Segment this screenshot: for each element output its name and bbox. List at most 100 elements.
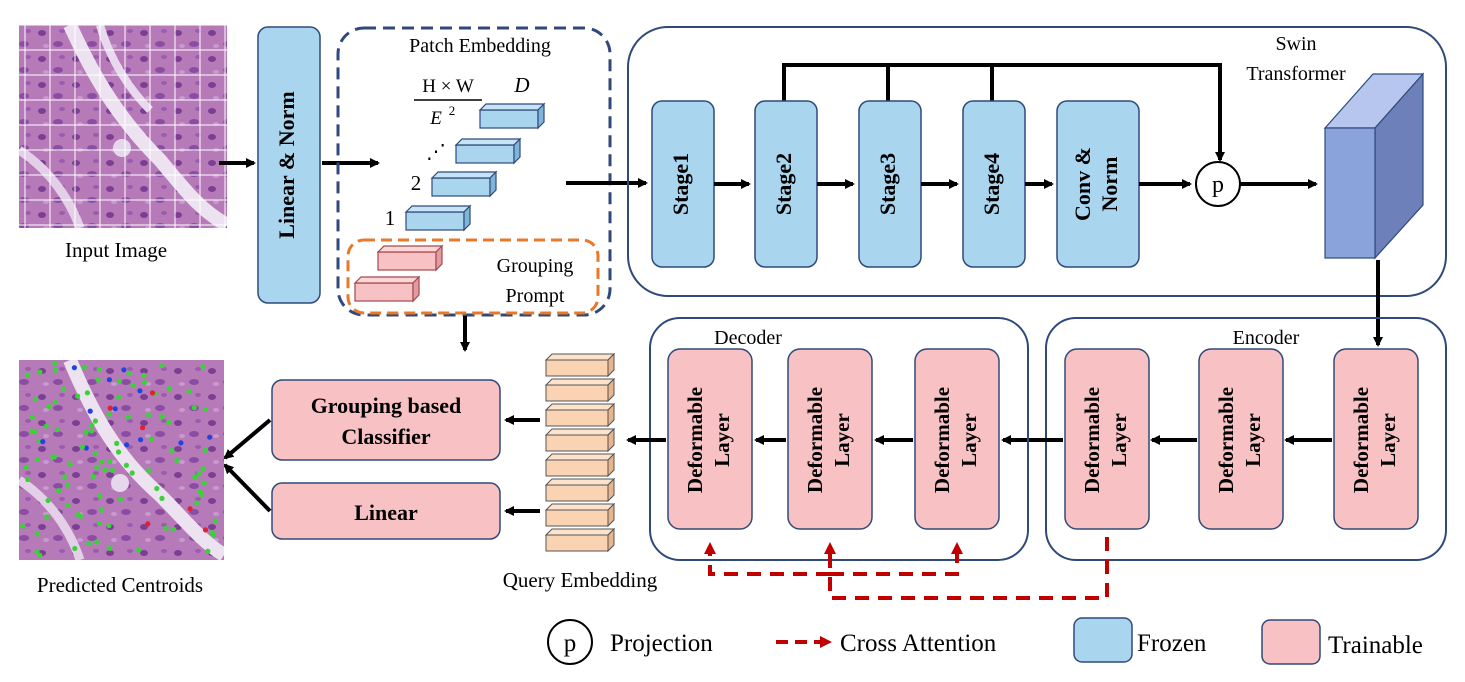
encoder-layer-1-label-2: Layer xyxy=(1376,413,1400,467)
centroid-dot xyxy=(159,495,165,501)
centroid-dot xyxy=(146,468,152,474)
encoder-layer-1-label-1: Deformable xyxy=(1349,387,1373,493)
centroid-dot xyxy=(46,403,52,409)
centroid-dot xyxy=(142,379,148,385)
decoder-layer-3-label-2: Layer xyxy=(957,413,981,467)
encoder-layer-3 xyxy=(1064,348,1150,530)
legend-trainable-swatch xyxy=(1261,619,1321,665)
decoder-layer-2-label-1: Deformable xyxy=(803,387,827,493)
prompt-token-2 xyxy=(376,244,444,272)
grouping-classifier-block xyxy=(271,379,501,461)
centroid-dot xyxy=(64,482,71,488)
centroid-dot xyxy=(92,418,98,424)
centroid-dot xyxy=(209,530,215,536)
centroid-dot xyxy=(140,425,146,431)
centroid-dot xyxy=(129,470,135,476)
centroid-dot xyxy=(165,419,172,425)
encoder-layer-1 xyxy=(1333,348,1419,530)
dim-d-label: D xyxy=(513,73,529,97)
centroid-dot xyxy=(174,457,180,463)
token-index-1: 1 xyxy=(385,206,396,230)
centroid-dot xyxy=(83,445,89,451)
centroid-dot xyxy=(115,394,122,400)
centroid-dot xyxy=(102,467,108,473)
centroid-dot xyxy=(23,464,29,470)
centroid-dot xyxy=(25,476,31,483)
grouping-classifier-label-1: Grouping based xyxy=(311,393,462,418)
centroid-dot xyxy=(92,451,98,457)
stage1-label: Stage1 xyxy=(668,153,693,215)
centroid-dot xyxy=(97,493,103,499)
centroid-dot xyxy=(124,442,130,448)
centroid-dot xyxy=(137,388,143,394)
encoder-title: Encoder xyxy=(1233,327,1300,349)
decoder-layer-2-label-2: Layer xyxy=(830,413,854,467)
centroid-dot xyxy=(202,527,209,533)
patch-token-1 xyxy=(404,204,472,232)
centroid-dot xyxy=(166,386,172,392)
centroid-dot xyxy=(201,480,207,486)
centroid-dot xyxy=(112,406,118,412)
legend-cross-attention-label: Cross Attention xyxy=(840,630,997,657)
centroid-dot xyxy=(89,422,95,428)
centroid-dot xyxy=(44,514,50,520)
centroid-dot xyxy=(107,545,113,552)
legend-projection-icon xyxy=(547,619,593,665)
centroid-dot xyxy=(148,436,154,442)
centroid-dot xyxy=(107,405,113,411)
centroid-dot xyxy=(61,386,67,392)
centroid-dot xyxy=(52,399,59,405)
centroid-dot xyxy=(72,545,78,552)
centroid-dot xyxy=(32,396,39,402)
centroid-dot xyxy=(34,549,40,555)
centroid-dot xyxy=(99,459,105,465)
centroid-dot xyxy=(126,370,132,376)
centroid-dot xyxy=(52,367,59,373)
stage4-label: Stage4 xyxy=(979,153,1004,215)
ellipsis: ⋰ xyxy=(426,141,446,163)
centroid-dot xyxy=(171,526,177,533)
centroid-dot xyxy=(94,539,100,545)
centroid-dot xyxy=(95,377,101,383)
predicted-centroids-image xyxy=(19,360,224,560)
patch-embedding-title: Patch Embedding xyxy=(409,35,551,57)
stage3-label: Stage3 xyxy=(875,153,900,215)
centroid-dot xyxy=(81,364,87,370)
centroid-dot xyxy=(200,364,206,370)
centroid-dot xyxy=(187,506,193,512)
legend-projection-label: Projection xyxy=(610,630,713,657)
centroid-dot xyxy=(29,414,35,420)
centroid-dot xyxy=(67,461,73,467)
centroid-dot xyxy=(149,390,156,396)
centroid-dot xyxy=(89,428,95,434)
centroid-dot xyxy=(37,369,43,375)
centroid-dot xyxy=(200,466,206,472)
centroid-dot xyxy=(86,540,92,547)
centroid-dot xyxy=(79,444,85,450)
decoder-layer-3-label-1: Deformable xyxy=(930,387,954,493)
predicted-centroids-label: Predicted Centroids xyxy=(37,573,203,597)
centroid-dot xyxy=(65,502,71,508)
patch-token-3 xyxy=(454,137,522,165)
centroid-dot xyxy=(50,454,56,460)
centroid-dot xyxy=(87,408,93,414)
centroid-dot xyxy=(94,465,100,471)
encoder-layer-3-label-1: Deformable xyxy=(1080,387,1104,493)
centroid-dot xyxy=(117,496,124,502)
centroid-dot xyxy=(125,414,131,420)
encoder-layer-2-label-1: Deformable xyxy=(1214,387,1238,493)
patch-token-n xyxy=(478,102,546,130)
centroid-dot xyxy=(192,474,198,480)
fraction-denominator: E xyxy=(429,108,442,129)
centroid-dot xyxy=(163,525,169,531)
linear-norm-label: Linear & Norm xyxy=(274,91,299,238)
swin-label-1: Swin xyxy=(1275,33,1316,55)
centroid-dot xyxy=(34,457,40,463)
conv-norm-label-1: Conv & xyxy=(1070,147,1095,221)
centroid-dot xyxy=(135,547,142,553)
projection-symbol: p xyxy=(1212,172,1224,198)
centroid-dot xyxy=(54,427,60,433)
centroid-dot xyxy=(109,467,115,473)
feature-map-cube xyxy=(1323,72,1425,260)
input-image xyxy=(19,25,227,228)
